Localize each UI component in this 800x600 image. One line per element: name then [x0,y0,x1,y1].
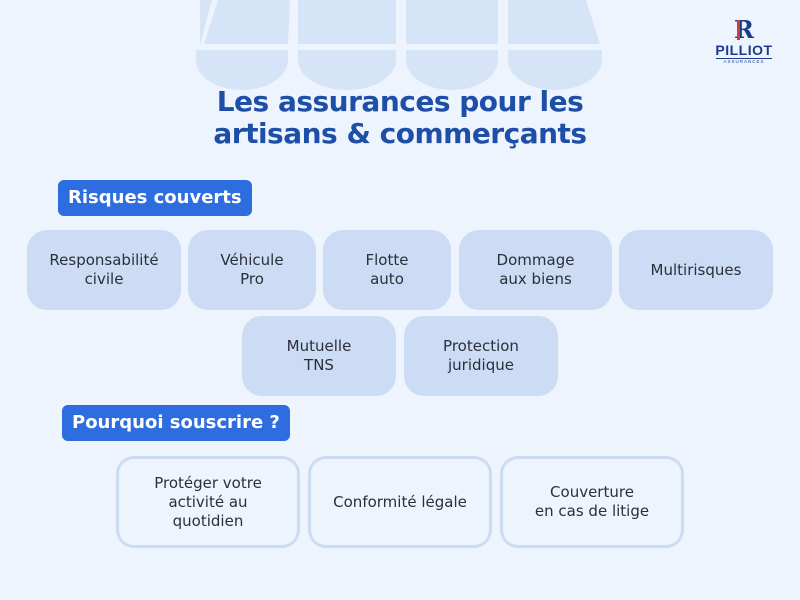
risk-card-label: Véhicule Pro [220,251,284,288]
risk-card-vehicule-pro: Véhicule Pro [188,230,316,310]
risk-card-multirisques: Multirisques [619,230,773,310]
awning-scallop [196,50,288,90]
risk-card-label: Protection juridique [443,337,519,374]
page-title-line-2: artisans & commerçants [213,117,587,150]
page-title-line-1: Les assurances pour les [216,85,584,118]
logo-subtitle: ASSURANCES [716,58,772,65]
risk-card-label: Dommage aux biens [496,251,575,288]
risk-card-flotte-auto: Flotte auto [323,230,451,310]
awning-scallop [508,50,602,90]
logo-accent-bar [737,20,741,40]
awning-scallop [406,0,498,44]
reason-card-label: Conformité légale [333,492,467,511]
awning-scallop [298,0,396,44]
risk-card-label: Flotte auto [365,251,409,288]
reason-card-label: Couverture en cas de litige [534,483,650,520]
logo-name: PILLIOT [715,42,773,58]
awning-scallop [204,0,290,44]
section-label-risques-couverts: Risques couverts [58,180,252,216]
page-title: Les assurances pour les artisans & comme… [0,86,800,150]
risk-card-dommage-aux-biens: Dommage aux biens [459,230,612,310]
reason-card-label: Protéger votre activité au quotidien [154,473,262,530]
awning-scallop [200,0,212,45]
awning-scallop [508,0,600,44]
reason-card-proteger-activite: Protéger votre activité au quotidien [116,456,300,548]
awning-scallop [298,50,396,90]
risk-card-protection-juridique: Protection juridique [404,316,558,396]
pilliot-logo: R PILLIOT ASSURANCES [706,18,782,66]
reason-card-conformite-legale: Conformité légale [308,456,492,548]
risk-card-label: Responsabilité civile [49,251,159,288]
logo-mark: R [734,18,754,42]
risk-card-label: Multirisques [650,260,742,279]
risk-card-responsabilite-civile: Responsabilité civile [27,230,181,310]
section-label-pourquoi-souscrire: Pourquoi souscrire ? [62,405,290,441]
risk-card-label: Mutuelle TNS [286,337,352,374]
reason-card-couverture-litige: Couverture en cas de litige [500,456,684,548]
awning-scallop [406,50,498,90]
risk-card-mutuelle-tns: Mutuelle TNS [242,316,396,396]
awning-decoration [196,0,602,90]
